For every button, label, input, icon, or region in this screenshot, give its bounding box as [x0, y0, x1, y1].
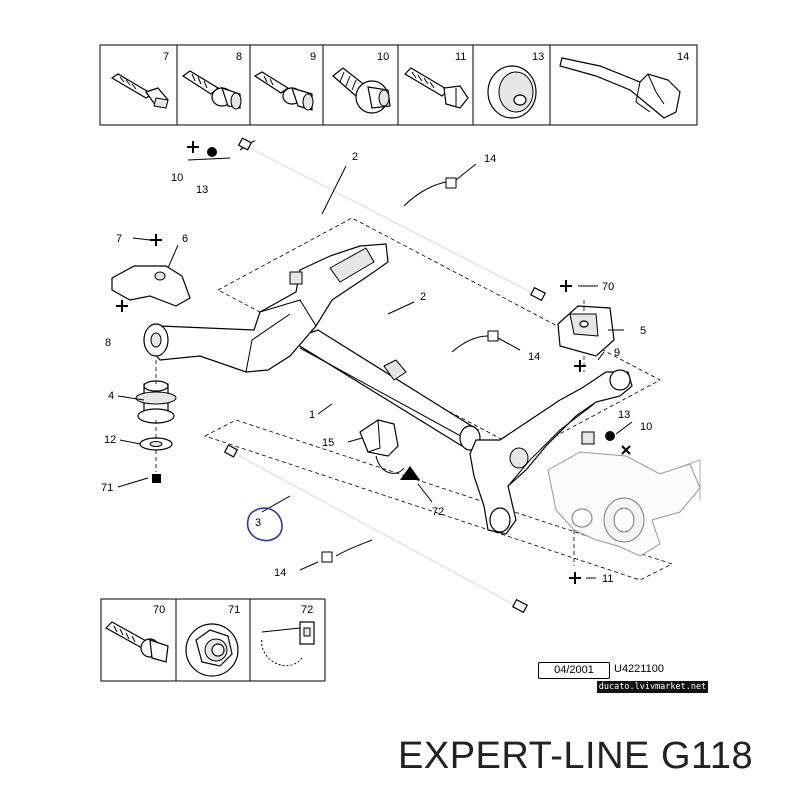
left-mount-stack [111, 265, 191, 472]
callout-11: 11 [602, 573, 613, 585]
axle-beam [143, 243, 633, 535]
bolt-flanged-icon [181, 70, 242, 110]
part-num-8: 8 [236, 51, 242, 63]
diagram-code: U4221100 [614, 663, 664, 675]
bolt-hex-icon [404, 67, 469, 109]
callout-10-left: 10 [171, 172, 183, 184]
watermark-site: ducato.lvivmarket.net [597, 681, 708, 693]
flange-nut-icon [185, 623, 239, 677]
callout-6: 6 [182, 233, 188, 245]
bolt-long-icon [110, 73, 169, 109]
heat-shield-icon [559, 57, 681, 119]
bolt-flanged-icon [105, 621, 169, 663]
part-num-70: 70 [153, 604, 165, 616]
callout-2-upper: 2 [352, 151, 358, 163]
washer-cup-icon [487, 65, 537, 119]
callout-71: 71 [101, 482, 113, 494]
callout-9: 9 [614, 347, 620, 359]
callout-14-upper: 14 [484, 153, 496, 165]
annotation-symbols [116, 141, 631, 584]
callout-13-left: 13 [196, 184, 208, 196]
callout-14-middle: 14 [528, 351, 540, 363]
callout-5: 5 [640, 325, 646, 337]
callout-3: 3 [255, 517, 261, 529]
callout-14-lower: 14 [274, 567, 286, 579]
callout-72: 72 [432, 506, 444, 518]
callout-7: 7 [116, 233, 122, 245]
bolt-washer-icon [332, 67, 391, 114]
lower-rod [223, 444, 528, 614]
part-num-9: 9 [310, 51, 316, 63]
right-mount [557, 300, 615, 372]
callout-2-lower: 2 [420, 291, 426, 303]
callout-10-right: 10 [640, 421, 652, 433]
top-parts-strip: 7 8 9 10 11 13 14 [99, 44, 698, 126]
callout-labels: 2 14 10 13 7 6 8 2 70 5 14 9 4 1 12 13 1… [101, 151, 652, 585]
callout-70: 70 [602, 281, 614, 293]
product-caption: EXPERT-LINE G118 [398, 735, 754, 777]
part-num-72: 72 [301, 604, 313, 616]
callout-15: 15 [322, 437, 334, 449]
upper-rod [237, 137, 546, 302]
highlight-circle [246, 507, 283, 542]
leader-lines [117, 157, 633, 579]
part-num-13: 13 [532, 51, 544, 63]
callout-4: 4 [108, 390, 114, 402]
callout-12: 12 [104, 434, 116, 446]
bottom-parts-strip: 70 71 72 [100, 598, 326, 682]
callout-8: 8 [105, 337, 111, 349]
cable-tie-icon [260, 621, 315, 667]
part-num-11: 11 [455, 51, 466, 63]
date-stamp: 04/2001 [538, 662, 610, 679]
part-num-71: 71 [228, 604, 240, 616]
part-num-14: 14 [677, 51, 689, 63]
wheel-hub-ghost [547, 451, 701, 566]
part-num-10: 10 [377, 51, 389, 63]
callout-1: 1 [309, 409, 315, 421]
part-num-7: 7 [163, 51, 169, 63]
callout-13-right: 13 [618, 409, 630, 421]
bolt-collar-icon [253, 71, 314, 111]
